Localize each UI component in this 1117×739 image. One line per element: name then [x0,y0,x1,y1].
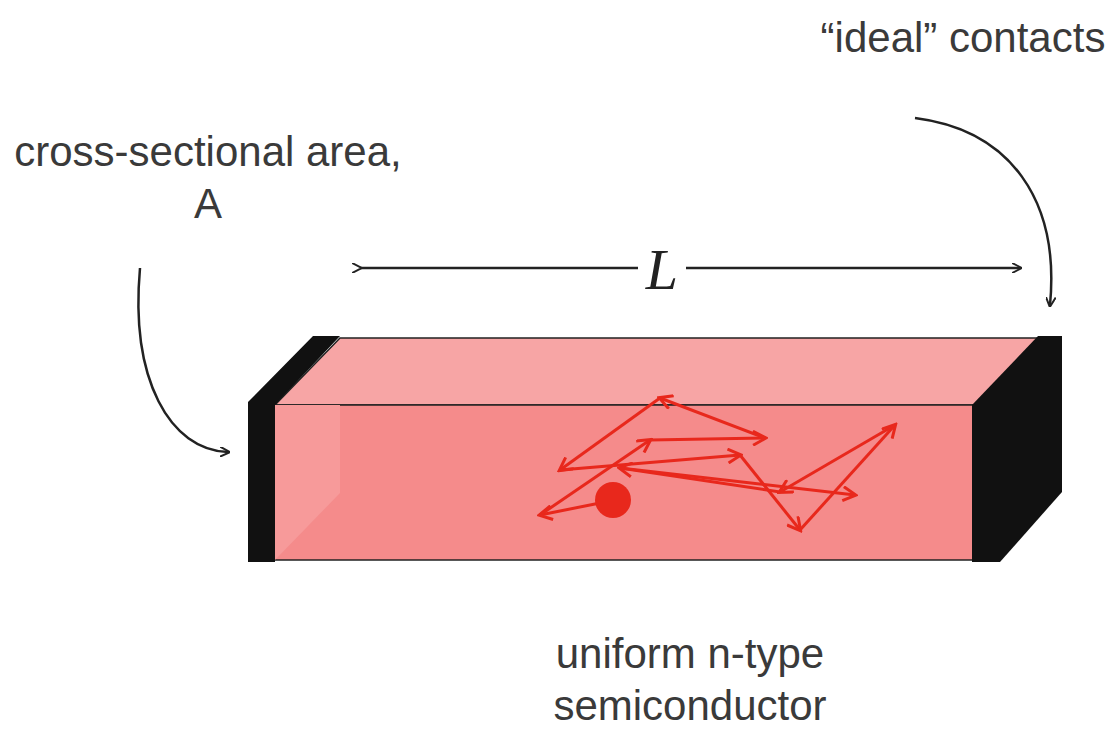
length-dimension-arrow [360,267,1020,270]
length-label: L [638,240,686,300]
right-contact [972,336,1062,562]
area-leader-arrow [138,268,228,452]
left-contact [248,336,340,562]
bar-front-face [275,405,975,560]
bar-top-face [275,338,1040,405]
random-walk-arrows [540,398,895,530]
area-label: cross-sectional area, A [8,126,408,230]
material-label: uniform n-type semiconductor [480,628,900,732]
contacts-label: “ideal” contacts [813,12,1113,64]
electron-dot [595,482,631,518]
contacts-leader-arrow [915,118,1051,305]
bar-inner-shade [275,405,340,560]
